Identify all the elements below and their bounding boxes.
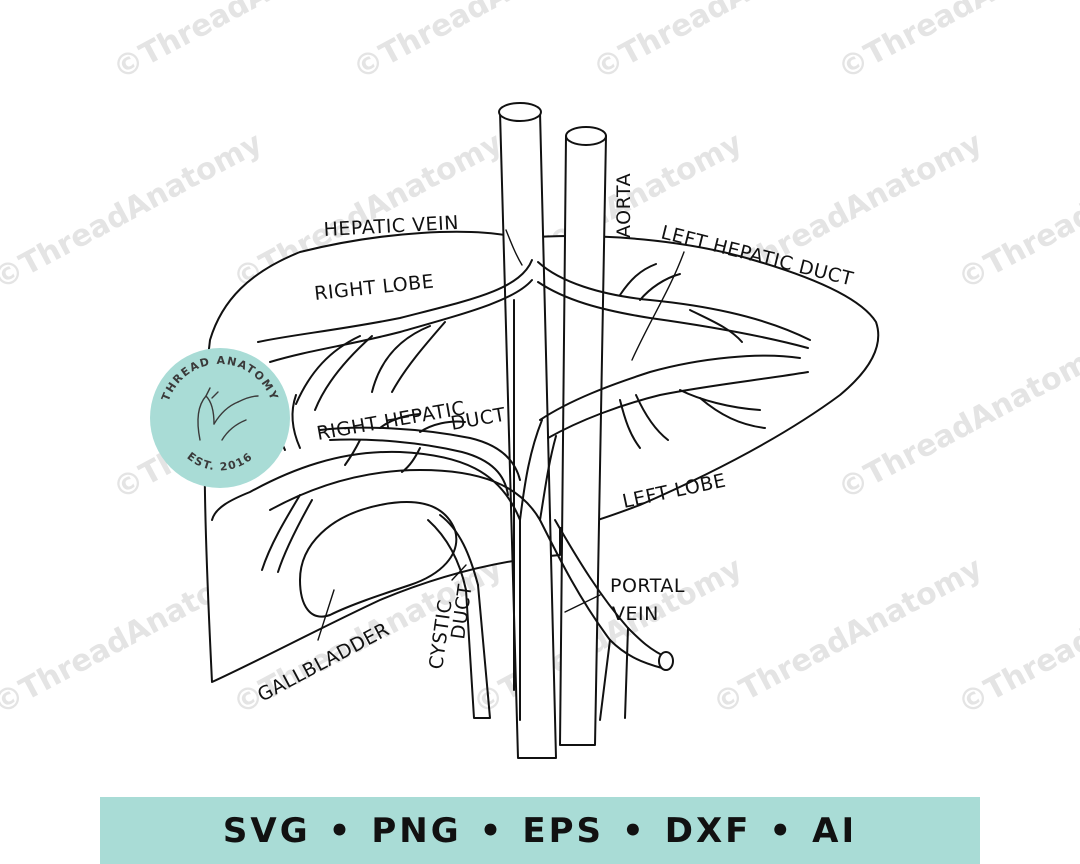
format-dxf: DXF [664,810,752,851]
separator-dot: • [622,810,647,851]
watermark-text: ©ThreadAnatomy [107,0,388,87]
separator-dot: • [769,810,795,851]
separator-dot: • [328,810,354,851]
format-svg: SVG [222,810,311,851]
right-hepatic-duct-branches [319,413,521,496]
thread-anatomy-seal: THREAD ANATOMY EST. 2016 [150,348,290,488]
format-ai: AI [812,810,858,851]
watermark-text: ©ThreadAnatomy [707,550,988,722]
separator-dot: • [479,810,505,851]
label-aorta: AORTA [613,173,635,238]
watermark-text: ©ThreadAnatomy [587,0,868,87]
hands-sewing-icon [197,387,259,441]
format-png: PNG [371,810,462,851]
aorta-vessel [559,126,607,746]
label-portal-vein-line2: VEIN [612,603,659,625]
hepatic-vein-branches [257,259,811,411]
label-portal-vein-line1: PORTAL [610,575,685,597]
format-eps: EPS [522,810,604,851]
watermark-text: ©ThreadAnatomy [832,0,1080,87]
label-leaders [317,229,685,641]
watermark-text: ©ThreadAnatomy [0,125,268,297]
gallbladder-organ [299,501,491,719]
file-formats-banner: SVG • PNG • EPS • DXF • AI [100,797,980,864]
watermark-text: ©ThreadAnatomy [347,0,628,87]
